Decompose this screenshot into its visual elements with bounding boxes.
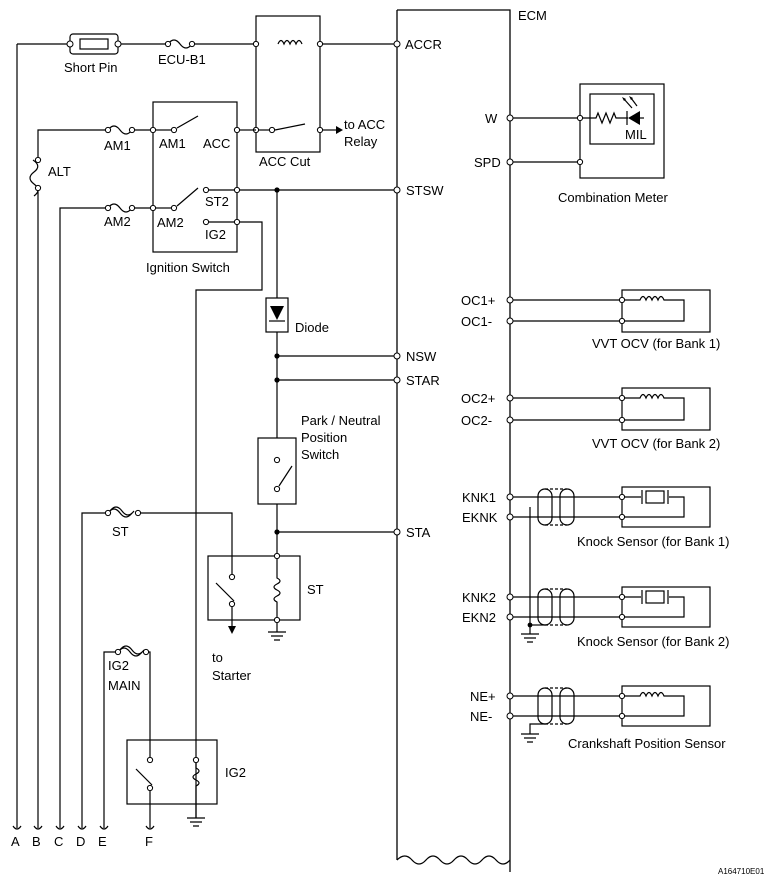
to-acc-relay-line1: to ACC — [344, 117, 385, 132]
to-starter-line1: to — [212, 650, 223, 665]
ecm-label: ECM — [518, 8, 547, 23]
am2-terminal-label: AM2 — [157, 215, 184, 230]
connector-e: E — [98, 834, 107, 849]
am1-terminal-label: AM1 — [159, 136, 186, 151]
connector-c: C — [54, 834, 63, 849]
knk2-label: KNK2 — [462, 590, 496, 605]
knock-bank2-label: Knock Sensor (for Bank 2) — [577, 634, 729, 649]
pn-switch-line1: Park / Neutral — [301, 413, 381, 428]
accr-terminal-label: ACCR — [405, 37, 442, 52]
nsw-terminal-label: NSW — [406, 349, 437, 364]
st-relay-label: ST — [307, 582, 324, 597]
figure-code: A164710E01 — [718, 867, 765, 876]
to-acc-relay-line2: Relay — [344, 134, 378, 149]
acc-terminal-label: ACC — [203, 136, 230, 151]
ignition-switch-label: Ignition Switch — [146, 260, 230, 275]
connector-b: B — [32, 834, 41, 849]
short-pin-label: Short Pin — [64, 60, 117, 75]
st2-terminal-label: ST2 — [205, 194, 229, 209]
ig2-relay-circuit: IG2 MAIN IG2 — [103, 645, 246, 828]
ig2-main-line2: MAIN — [108, 678, 141, 693]
w-terminal-label: W — [485, 111, 498, 126]
vvt-ocv-bank1: OC1+ OC1- VVT OCV (for Bank 1) — [461, 289, 720, 351]
ecm-block: ECM — [396, 8, 547, 872]
oc2-plus-label: OC2+ — [461, 391, 495, 406]
ignition-switch: AM1 ACC AM2 ST2 IG2 Ignition Switch STSW — [146, 101, 444, 818]
pn-switch-line2: Position — [301, 430, 347, 445]
connector-a: A — [11, 834, 20, 849]
st-fuse-label: ST — [112, 524, 129, 539]
knock-sensor-bank1: KNK1 EKNK Knock Sensor (for Bank 1) — [462, 486, 729, 628]
st-relay-circuit: ST ST to Starter — [81, 506, 324, 828]
bottom-connectors: A B C D E F — [11, 825, 155, 849]
am1-am2-circuit: ALT AM1 AM2 — [29, 125, 153, 828]
combination-meter-label: Combination Meter — [558, 190, 668, 205]
am1-fuse-label: AM1 — [104, 138, 131, 153]
combination-meter: W SPD MIL Combination Meter — [474, 83, 668, 205]
stsw-terminal-label: STSW — [406, 183, 444, 198]
ne-plus-label: NE+ — [470, 689, 496, 704]
spd-terminal-label: SPD — [474, 155, 501, 170]
crankshaft-sensor-label: Crankshaft Position Sensor — [568, 736, 726, 751]
ig2-relay-label: IG2 — [225, 765, 246, 780]
knock-sensor-bank2: KNK2 EKN2 Knock Sensor (for Bank 2) — [462, 586, 729, 649]
acc-cut-relay: ACC Cut to ACC Relay — [252, 15, 385, 169]
ne-minus-label: NE- — [470, 709, 492, 724]
am2-fuse-label: AM2 — [104, 214, 131, 229]
mil-label: MIL — [625, 127, 647, 142]
sta-terminal-label: STA — [406, 525, 431, 540]
knk1-label: KNK1 — [462, 490, 496, 505]
vvt-bank2-label: VVT OCV (for Bank 2) — [592, 436, 720, 451]
start-circuit: Diode NSW STAR Park / Neutral Position S… — [257, 187, 440, 556]
connector-d: D — [76, 834, 85, 849]
ig2-main-line1: IG2 — [108, 658, 129, 673]
eknk-label: EKNK — [462, 510, 498, 525]
crankshaft-position-sensor: NE+ NE- Crankshaft Position Sensor — [470, 685, 726, 751]
star-terminal-label: STAR — [406, 373, 440, 388]
ekn2-label: EKN2 — [462, 610, 496, 625]
vvt-bank1-label: VVT OCV (for Bank 1) — [592, 336, 720, 351]
accr-circuit: Short Pin ECU-B1 ACCR — [16, 33, 442, 828]
diode-label: Diode — [295, 320, 329, 335]
acc-cut-label: ACC Cut — [259, 154, 311, 169]
pn-switch-line3: Switch — [301, 447, 339, 462]
ig2-terminal-label: IG2 — [205, 227, 226, 242]
to-starter-line2: Starter — [212, 668, 252, 683]
connector-f: F — [145, 834, 153, 849]
alt-fuse-label: ALT — [48, 164, 71, 179]
vvt-ocv-bank2: OC2+ OC2- VVT OCV (for Bank 2) — [461, 387, 720, 451]
knock-bank1-label: Knock Sensor (for Bank 1) — [577, 534, 729, 549]
oc1-plus-label: OC1+ — [461, 293, 495, 308]
oc1-minus-label: OC1- — [461, 314, 492, 329]
ecu-b1-fuse-label: ECU-B1 — [158, 52, 206, 67]
oc2-minus-label: OC2- — [461, 413, 492, 428]
